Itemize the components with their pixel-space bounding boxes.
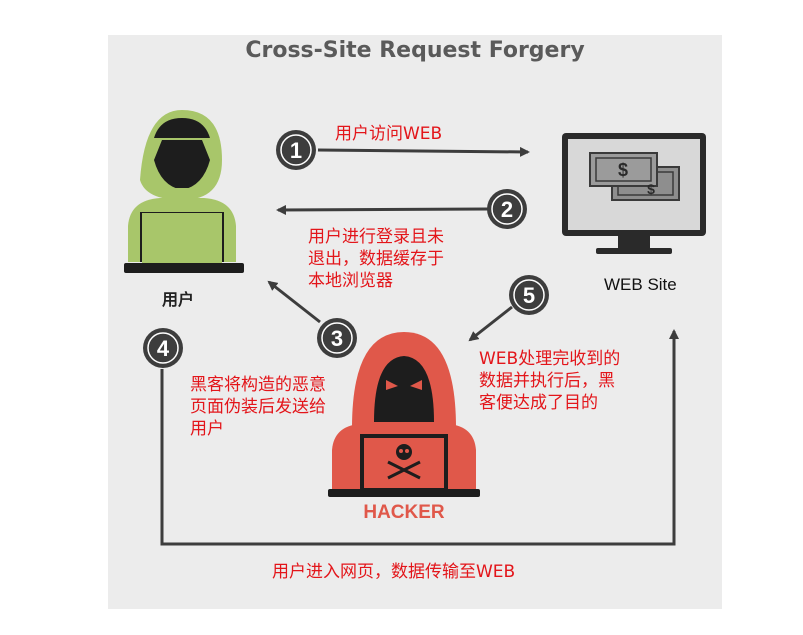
arrow-3 — [267, 280, 321, 324]
arrow-5 — [468, 305, 513, 342]
step-2-badge: 2 — [487, 189, 527, 229]
user-icon — [124, 110, 244, 273]
arrow-2 — [276, 204, 489, 215]
step-4-badge: 4 — [143, 328, 183, 368]
step-2-line: 用户进行登录且未 — [308, 227, 444, 247]
step-2-text: 用户进行登录且未 退出，数据缓存于 本地浏览器 — [308, 226, 444, 292]
step-1-text: 用户访问WEB — [335, 124, 443, 144]
web-site-icon — [562, 133, 706, 254]
hacker-label: HACKER — [363, 502, 445, 523]
svg-text:4: 4 — [157, 336, 170, 361]
step-5-text: WEB处理完收到的 数据并执行后，黑 客便达成了目的 — [479, 348, 620, 414]
step-5-badge: 5 — [509, 275, 549, 315]
step-3-line: 用户 — [190, 419, 224, 439]
step-3-line: 页面伪装后发送给 — [190, 397, 326, 417]
step-3-text: 黑客将构造的恶意 页面伪装后发送给 用户 — [190, 374, 326, 440]
step-5-line: WEB处理完收到的 — [479, 349, 621, 369]
diagram-title: Cross-Site Request Forgery — [245, 38, 585, 63]
svg-text:3: 3 — [331, 326, 343, 351]
step-2-line: 本地浏览器 — [308, 271, 393, 291]
step-1-badge: 1 — [276, 130, 316, 170]
step-3-line: 黑客将构造的恶意 — [190, 375, 326, 395]
step-2-line: 退出，数据缓存于 — [308, 249, 444, 269]
hacker-icon — [328, 332, 480, 497]
step-3-badge: 3 — [317, 318, 357, 358]
svg-text:1: 1 — [290, 138, 302, 163]
step-5-line: 客便达成了目的 — [479, 393, 598, 413]
svg-text:5: 5 — [523, 283, 535, 308]
step-5-line: 数据并执行后，黑 — [479, 371, 615, 391]
user-label: 用户 — [162, 290, 195, 309]
arrow-1 — [317, 146, 530, 157]
web-site-label: WEB Site — [604, 275, 677, 294]
arrow-4 — [160, 329, 679, 546]
dollar-sign-front: $ — [618, 160, 628, 180]
dollar-sign-back: $ — [647, 181, 655, 197]
step-4-text: 用户进入网页，数据传输至WEB — [272, 562, 516, 582]
svg-text:2: 2 — [501, 197, 513, 222]
